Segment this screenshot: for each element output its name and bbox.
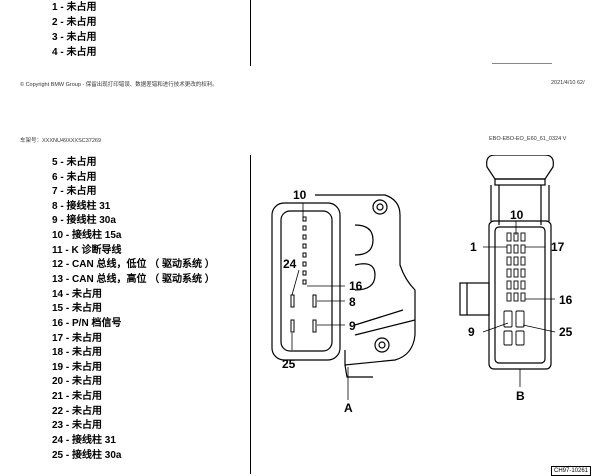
label-b-16: 16 bbox=[559, 293, 573, 307]
copyright-text: © Copyright BMW Group - 保留出现打印错误、数据差错和进行… bbox=[20, 82, 218, 88]
label-a-letter: A bbox=[344, 401, 353, 415]
pin-entry: 6 - 未占用 bbox=[52, 172, 97, 183]
pin-entry: 9 - 接线柱 30a bbox=[52, 215, 116, 226]
pin-entry: 25 - 接线柱 30a bbox=[52, 450, 122, 461]
pin-entry: 15 - 未占用 bbox=[52, 303, 103, 314]
label-a-8: 8 bbox=[349, 295, 356, 309]
label-b-17: 17 bbox=[551, 240, 565, 254]
figure-id: CH97-10261 bbox=[551, 466, 592, 476]
connector-b-drawing bbox=[459, 155, 556, 387]
pin-entry: 8 - 接线柱 31 bbox=[52, 201, 111, 212]
label-a-25: 25 bbox=[282, 357, 296, 371]
print-date: 2021/4/10 62/ bbox=[551, 80, 585, 86]
pin-entry: 3 - 未占用 bbox=[52, 32, 97, 43]
label-a-16: 16 bbox=[349, 279, 363, 293]
label-a-9: 9 bbox=[349, 319, 356, 333]
pin-entry: 13 - CAN 总线，高位 （ 驱动系统 ） bbox=[52, 274, 215, 285]
pin-entry: 1 - 未占用 bbox=[52, 2, 97, 13]
pin-entry: 12 - CAN 总线，低位 （ 驱动系统 ） bbox=[52, 259, 215, 270]
label-a-10: 10 bbox=[293, 188, 307, 202]
pin-entry: 7 - 未占用 bbox=[52, 186, 97, 197]
pin-entry: 22 - 未占用 bbox=[52, 406, 103, 417]
pin-entry: 5 - 未占用 bbox=[52, 157, 97, 168]
pin-entry: 4 - 未占用 bbox=[52, 47, 97, 58]
label-b-9: 9 bbox=[468, 325, 475, 339]
divider bbox=[492, 63, 552, 64]
label-a-24: 24 bbox=[283, 257, 297, 271]
label-b-1: 1 bbox=[470, 240, 477, 254]
pin-entry: 16 - P/N 档信号 bbox=[52, 318, 122, 329]
column-divider bbox=[250, 0, 251, 66]
pin-entry: 21 - 未占用 bbox=[52, 391, 103, 402]
label-b-25: 25 bbox=[559, 325, 573, 339]
column-divider bbox=[250, 155, 251, 474]
pin-entry: 24 - 接线柱 31 bbox=[52, 435, 116, 446]
pin-entry: 10 - 接线柱 15a bbox=[52, 230, 122, 241]
vin-text: 车架号：XXXNU49XXXSC37269 bbox=[20, 138, 102, 144]
pin-entry: 20 - 未占用 bbox=[52, 376, 103, 387]
pin-entry: 14 - 未占用 bbox=[52, 289, 103, 300]
pin-entry: 17 - 未占用 bbox=[52, 333, 103, 344]
connector-diagram: 10 24 16 8 9 25 A 10 1 17 16 9 25 B bbox=[271, 155, 573, 415]
pin-entry: 11 - K 诊断导线 bbox=[52, 245, 122, 256]
pin-entry: 23 - 未占用 bbox=[52, 420, 103, 431]
document-id: EBO-EBO-EO_E60_61_0324 V bbox=[489, 136, 567, 142]
connector-a-drawing bbox=[271, 194, 416, 400]
label-b-10: 10 bbox=[510, 208, 524, 222]
label-b-letter: B bbox=[516, 389, 525, 403]
pin-entry: 18 - 未占用 bbox=[52, 347, 103, 358]
pin-entry: 19 - 未占用 bbox=[52, 362, 103, 373]
pin-entry: 2 - 未占用 bbox=[52, 17, 97, 28]
